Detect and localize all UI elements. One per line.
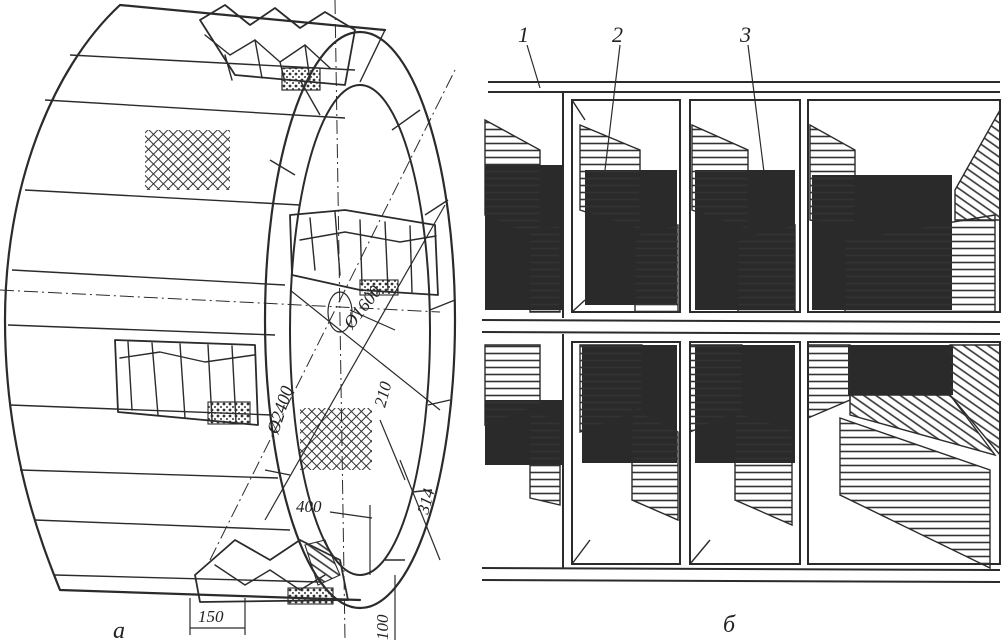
dimension-lines xyxy=(189,204,446,640)
crosshatch-window-upper xyxy=(145,130,230,190)
callout-3: 3 xyxy=(739,22,751,47)
row-2 xyxy=(484,334,1001,570)
callout-leaders xyxy=(526,44,766,181)
crosshatch-window-lower xyxy=(300,408,372,470)
top-checker-cutout xyxy=(199,4,356,91)
dim-210: 210 xyxy=(371,379,396,409)
panel-b-label: б xyxy=(723,612,736,638)
panel-a-label: а xyxy=(113,618,125,643)
callout-2: 2 xyxy=(612,22,623,47)
middle-checker-cutout xyxy=(114,339,259,426)
panel-b-checker-section xyxy=(481,44,1001,583)
callout-1: 1 xyxy=(518,22,529,47)
panel-a-cylinder xyxy=(0,0,457,641)
dim-100: 100 xyxy=(373,614,392,640)
inner-ring-edge xyxy=(289,84,431,576)
row-1 xyxy=(484,92,1001,318)
dim-400: 400 xyxy=(296,497,322,516)
dim-150: 150 xyxy=(198,607,224,626)
outer-ring-edge xyxy=(263,30,457,610)
dim-314: 314 xyxy=(413,486,438,517)
right-checker-cutout xyxy=(289,209,439,296)
bottom-checker-cutout xyxy=(194,539,349,605)
